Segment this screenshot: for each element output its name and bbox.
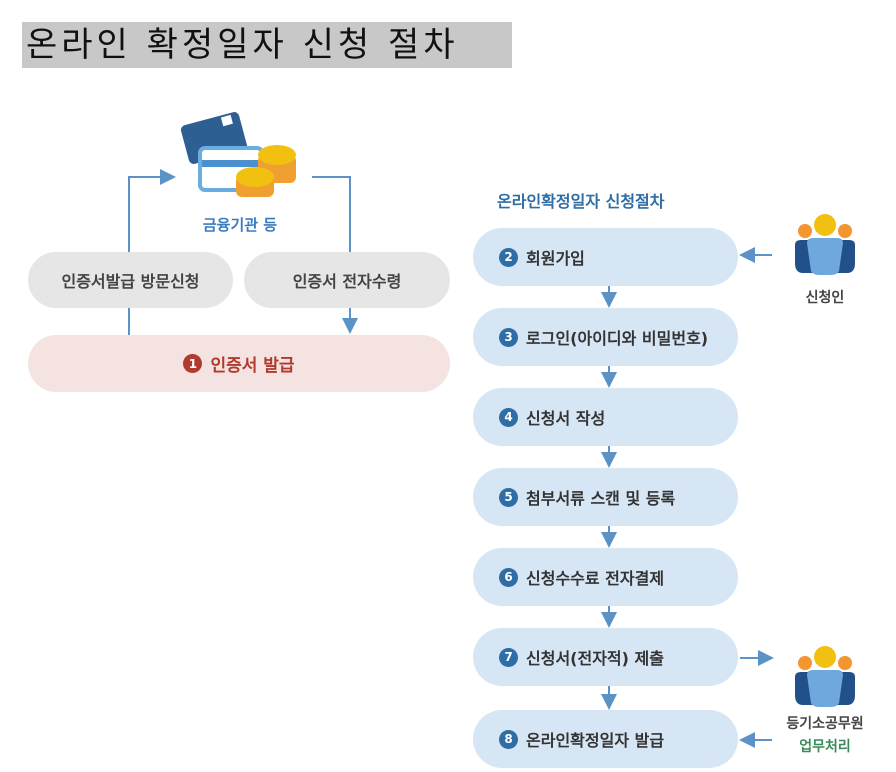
officer-label: 등기소공무원	[786, 716, 864, 732]
applicant-label: 신청인	[805, 290, 845, 306]
step-label: 신청서(전자적) 제출	[526, 649, 664, 668]
step-6: 6 신청수수료 전자결제	[473, 548, 738, 606]
officer-sub-label: 업무처리	[799, 739, 851, 755]
step-label: 첨부서류 스캔 및 등록	[526, 489, 676, 508]
step-number: 1	[183, 354, 203, 373]
step-number: 8	[499, 729, 518, 749]
card-coins-icon	[180, 112, 296, 197]
step-number: 6	[499, 567, 518, 587]
step-label: 신청수수료 전자결제	[526, 569, 665, 588]
visit-application-pill: 인증서발급 방문신청	[28, 252, 233, 308]
step-label: 로그인(아이디와 비밀번호)	[526, 329, 709, 348]
step-label: 온라인확정일자 발급	[526, 731, 665, 750]
electronic-receipt-pill: 인증서 전자수령	[244, 252, 450, 308]
step-4: 4 신청서 작성	[473, 388, 738, 446]
step-7: 7 신청서(전자적) 제출	[473, 628, 738, 686]
step-number: 4	[499, 407, 518, 427]
step-8: 8 온라인확정일자 발급	[473, 710, 738, 768]
institution-label: 금융기관 등	[202, 216, 278, 234]
step-number: 2	[499, 247, 518, 267]
step-label: 신청서 작성	[526, 409, 606, 428]
officer-people-icon	[795, 646, 855, 707]
applicant-people-icon	[795, 214, 855, 275]
step-3: 3 로그인(아이디와 비밀번호)	[473, 308, 738, 366]
step-label: 회원가입	[526, 249, 585, 268]
step-label: 인증서 발급	[210, 356, 295, 376]
procedure-heading: 온라인확정일자 신청절차	[497, 192, 665, 211]
step-number: 5	[499, 487, 518, 507]
certificate-issue-step: 1 인증서 발급	[28, 335, 450, 392]
page-title: 온라인 확정일자 신청 절차	[22, 22, 512, 68]
step-5: 5 첨부서류 스캔 및 등록	[473, 468, 738, 526]
step-number: 3	[499, 327, 518, 347]
step-2: 2 회원가입	[473, 228, 738, 286]
step-number: 7	[499, 647, 518, 667]
